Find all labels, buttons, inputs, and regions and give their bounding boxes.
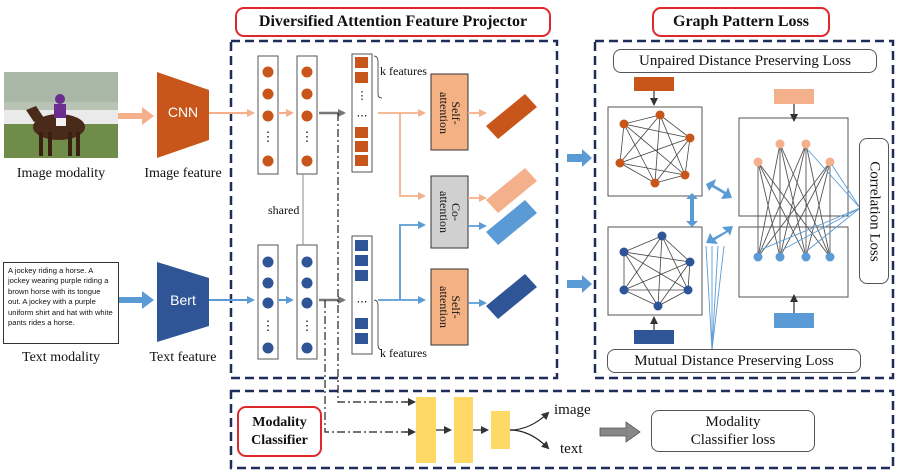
text-modality-sample: A jockey riding a horse. A jockey wearin… bbox=[3, 262, 119, 344]
image-modality-photo bbox=[4, 72, 118, 158]
k-features-top-label: k features bbox=[380, 64, 427, 78]
svg-text:⋮: ⋮ bbox=[301, 318, 314, 333]
mutual-loss-box: Mutual Distance Preserving Loss bbox=[607, 349, 861, 373]
co-attention-label: Co- attention bbox=[437, 191, 463, 233]
classifier-out-image: image bbox=[554, 402, 591, 418]
classifier-loss-arrow bbox=[599, 421, 641, 443]
classifier-frame bbox=[229, 389, 895, 470]
correlation-text-bar bbox=[774, 313, 814, 328]
mutual-loss-lines bbox=[705, 245, 725, 351]
text-self-embedding bbox=[486, 274, 537, 319]
text-modality-caption: Text modality bbox=[22, 350, 100, 365]
image-k-features: ⋮ ⋯ bbox=[351, 53, 383, 173]
bert-label: Bert bbox=[170, 292, 196, 308]
image-feature-columns: ⋮ ⋮ bbox=[257, 55, 318, 175]
classifier-input-lines bbox=[324, 113, 410, 433]
cls-branch-image bbox=[509, 411, 550, 431]
classifier-layer-2 bbox=[454, 397, 473, 463]
modality-classifier-title: Modality Classifier bbox=[237, 406, 322, 457]
svg-text:⋮: ⋮ bbox=[262, 129, 275, 144]
self-attention-top-box bbox=[430, 73, 469, 151]
attention-routing bbox=[378, 109, 426, 304]
image-co-embedding bbox=[486, 168, 537, 213]
image-self-embedding bbox=[486, 94, 537, 139]
text-co-embedding bbox=[486, 200, 537, 245]
unpaired-image-bar bbox=[634, 77, 674, 91]
graph-loss-title: Graph Pattern Loss bbox=[652, 7, 830, 37]
text-graph bbox=[619, 231, 695, 311]
classifier-layer-3 bbox=[491, 411, 510, 449]
svg-text:⋮: ⋮ bbox=[262, 318, 275, 333]
correlation-image-bar bbox=[774, 89, 814, 104]
unpaired-text-bar bbox=[634, 330, 674, 344]
text-k-features: ⋯ bbox=[351, 235, 383, 355]
correlation-loss-box: Correlation Loss bbox=[859, 138, 889, 284]
svg-text:⋯: ⋯ bbox=[357, 110, 368, 122]
correlation-loss-lines bbox=[759, 149, 861, 251]
self-attention-bottom-label: Self- attention bbox=[437, 286, 463, 328]
text-feature-caption: Text feature bbox=[149, 350, 217, 365]
to-graph-arrow-top bbox=[567, 149, 592, 167]
projector-title: Diversified Attention Feature Projector bbox=[235, 7, 551, 37]
svg-text:⋮: ⋮ bbox=[301, 129, 314, 144]
cnn-encoder bbox=[157, 72, 209, 158]
bipartite-graph bbox=[753, 139, 835, 262]
classifier-layer-1 bbox=[416, 397, 436, 463]
image-feature-caption: Image feature bbox=[144, 166, 222, 181]
self-attention-bottom-box bbox=[430, 268, 469, 346]
unpaired-loss-box: Unpaired Distance Preserving Loss bbox=[613, 49, 877, 73]
graph-loss-frame bbox=[593, 39, 895, 380]
self-attention-top-label: Self- attention bbox=[437, 92, 463, 134]
text-feature-columns: ⋮ ⋮ bbox=[257, 244, 318, 360]
bipartite-box-bottom bbox=[738, 226, 849, 298]
cls-branch-text bbox=[509, 429, 550, 450]
shared-label: shared bbox=[266, 203, 302, 218]
bert-encoder bbox=[157, 262, 209, 342]
classifier-out-text: text bbox=[560, 441, 583, 457]
image-input-arrow bbox=[118, 107, 154, 125]
cnn-label: CNN bbox=[167, 104, 199, 120]
classifier-loss-box: Modality Classifier loss bbox=[651, 410, 815, 452]
mutual-double-arrows bbox=[686, 179, 733, 244]
svg-text:⋮: ⋮ bbox=[357, 90, 368, 102]
to-graph-arrow-bottom bbox=[567, 275, 592, 293]
svg-text:⋯: ⋯ bbox=[357, 296, 368, 308]
image-modality-caption: Image modality bbox=[16, 166, 106, 181]
k-features-bottom-label: k features bbox=[380, 346, 427, 360]
projector-frame bbox=[229, 39, 559, 380]
co-attention-box bbox=[430, 175, 469, 249]
image-graph bbox=[615, 110, 695, 188]
text-input-arrow bbox=[118, 291, 154, 309]
correlation-loss-label: Correlation Loss bbox=[866, 160, 883, 262]
